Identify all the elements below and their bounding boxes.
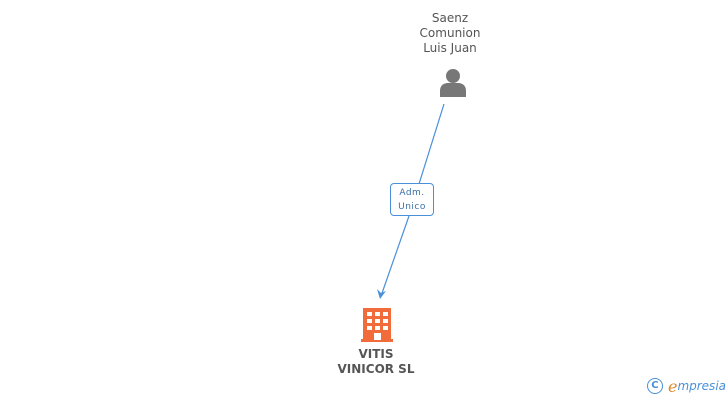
- person-name[interactable]: Saenz Comunion Luis Juan: [392, 11, 508, 56]
- person-silhouette-icon[interactable]: [437, 67, 469, 99]
- company-name-line-2[interactable]: VINICOR SL: [337, 362, 415, 376]
- brand-logo-text: mpresia: [677, 379, 726, 393]
- role-label[interactable]: Adm. Unico: [390, 183, 434, 216]
- company-name[interactable]: VITIS VINICOR SL: [320, 347, 432, 377]
- person-name-line-2[interactable]: Comunion: [419, 26, 481, 40]
- brand-logo-e: e: [667, 376, 678, 396]
- person-name-line-3[interactable]: Luis Juan: [423, 41, 477, 55]
- company-name-line-1[interactable]: VITIS: [358, 347, 394, 361]
- role-label-line-1: Adm.: [399, 188, 425, 198]
- edge-line-lower: [380, 215, 410, 297]
- edge-arrowhead: [377, 289, 386, 299]
- role-label-line-2: Unico: [398, 202, 426, 212]
- person-name-line-1[interactable]: Saenz: [431, 11, 469, 25]
- empresia-logo[interactable]: C e mpresia: [646, 376, 726, 396]
- building-icon[interactable]: [361, 308, 393, 342]
- edge-line-upper: [418, 103, 445, 185]
- copyright-icon: C: [646, 378, 663, 394]
